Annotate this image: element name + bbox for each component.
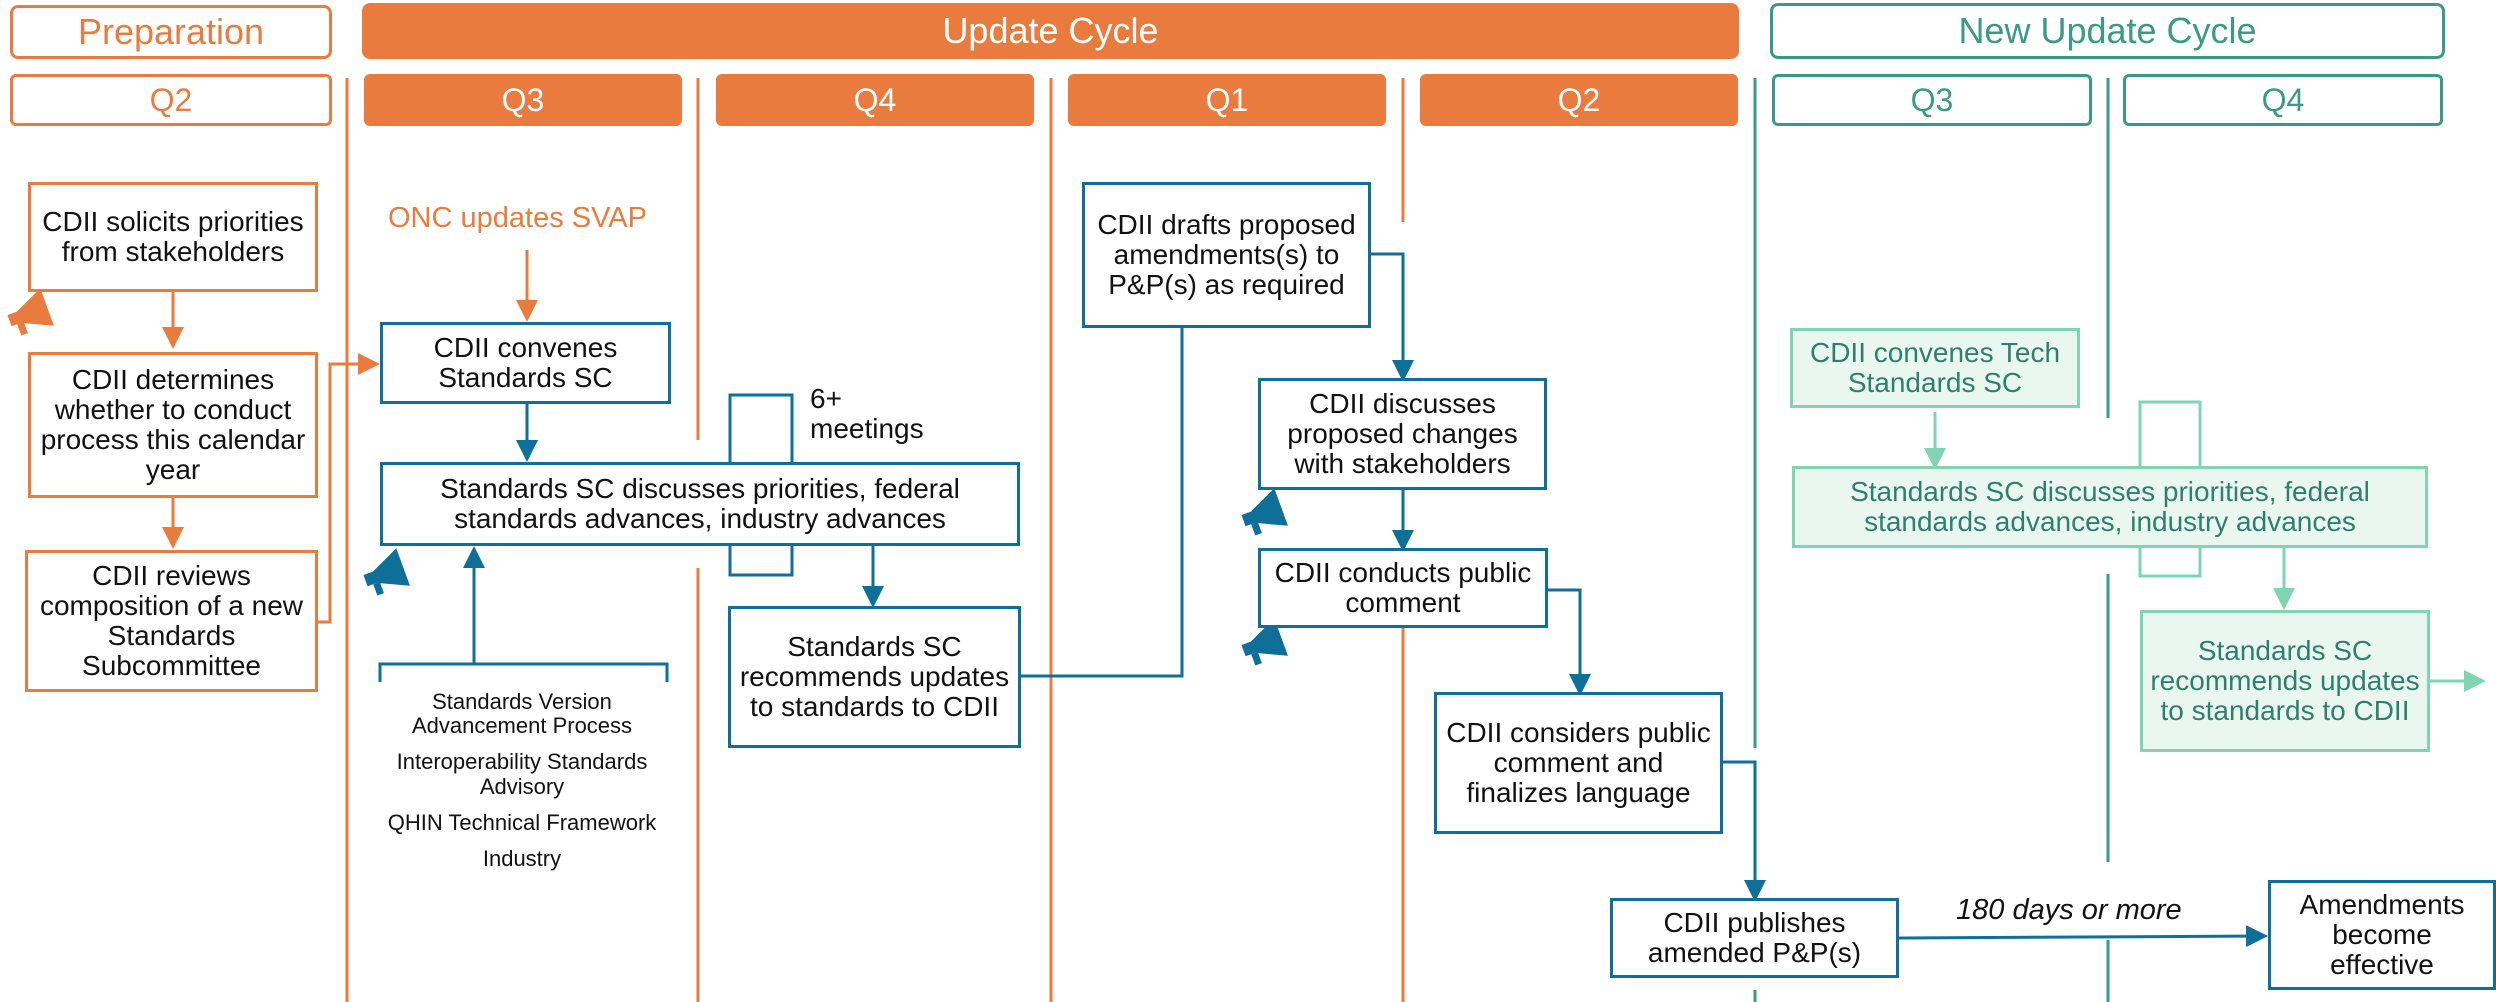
meetings-loop-top (728, 393, 794, 462)
source-qhin: QHIN Technical Framework (387, 809, 657, 835)
quarter-q4: Q4 (716, 74, 1034, 126)
phase-new-update-cycle: New Update Cycle (1770, 3, 2445, 59)
sources-bracket (378, 662, 669, 682)
quarter-q2: Q2 (1420, 74, 1738, 126)
phase-update-cycle: Update Cycle (362, 3, 1739, 59)
discusses-changes-box: CDII discusses proposed changes with sta… (1258, 378, 1547, 490)
drafts-amendments-box: CDII drafts proposed amendments(s) to P&… (1082, 182, 1371, 328)
convenes-standards-sc-box: CDII convenes Standards SC (380, 322, 671, 404)
amendments-effective-box: Amendments become effective (2268, 880, 2496, 990)
determine-process-box: CDII determines whether to conduct proce… (28, 352, 318, 498)
arrow-considers-to-publishes (1723, 760, 1766, 902)
onc-updates-svap-label: ONC updates SVAP (388, 202, 647, 234)
source-svap: Standards Version Advancement Process (411, 689, 633, 739)
arrow-public-comment-to-considers (1548, 588, 1591, 696)
new-meetings-loop-bottom (2138, 548, 2202, 578)
source-industry: Industry (482, 845, 562, 871)
megaphone-icon (1241, 488, 1288, 536)
quarter-new-q3: Q3 (1772, 74, 2092, 126)
new-meetings-loop-top (2138, 400, 2202, 466)
public-comment-box: CDII conducts public comment (1258, 548, 1548, 628)
quarter-q1: Q1 (1068, 74, 1386, 126)
quarter-prep-q2: Q2 (10, 74, 332, 126)
arrow-publishes-to-effective (1898, 925, 2268, 948)
quarter-q3: Q3 (364, 74, 682, 126)
duration-label: 180 days or more (1956, 894, 2182, 926)
quarter-new-q4: Q4 (2123, 74, 2443, 126)
review-composition-box: CDII reviews composition of a new Standa… (25, 550, 318, 692)
publishes-pp-box: CDII publishes amended P&P(s) (1610, 898, 1899, 978)
megaphone-icon (7, 288, 54, 336)
quarter-dividers (345, 78, 2110, 1002)
meetings-count-label: 6+ meetings (810, 383, 924, 445)
arrow-drafts-to-discuss-changes (1371, 252, 1414, 382)
sources-list: Standards Version Advancement Process In… (372, 689, 672, 871)
solicit-priorities-box: CDII solicits priorities from stakeholde… (28, 182, 318, 292)
new-sc-discusses-box: Standards SC discusses priorities, feder… (1792, 466, 2428, 548)
source-isa: Interoperability Standards Advisory (396, 749, 648, 799)
sc-recommends-box: Standards SC recommends updates to stand… (728, 606, 1021, 748)
arrow-review-to-convenes (318, 353, 380, 624)
megaphone-icon (363, 548, 410, 596)
new-sc-recommends-box: Standards SC recommends updates to stand… (2140, 610, 2430, 752)
phase-preparation: Preparation (10, 5, 332, 59)
line-recommends-to-drafts (1021, 328, 1184, 678)
considers-comment-box: CDII considers public comment and finali… (1434, 692, 1723, 834)
new-convenes-box: CDII convenes Tech Standards SC (1790, 328, 2080, 408)
meetings-loop-bottom (728, 544, 794, 577)
sc-discusses-priorities-box: Standards SC discusses priorities, feder… (380, 462, 1020, 546)
